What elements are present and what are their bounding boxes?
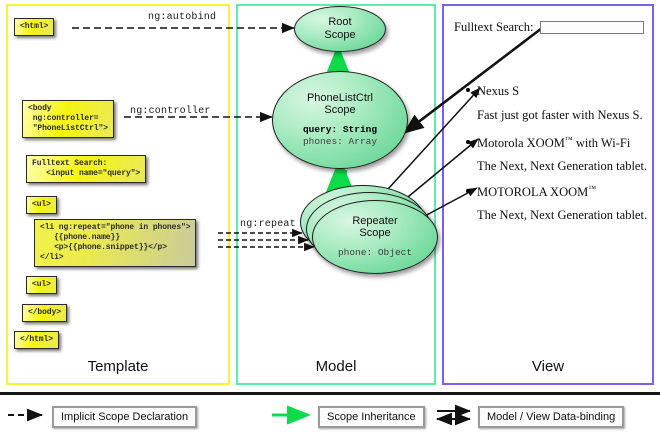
trademark-icon: ™ (588, 184, 597, 193)
edge-label-ng-autobind: ng:autobind (148, 12, 217, 23)
code-box-html-close[interactable]: </html> (14, 331, 59, 349)
scope-root-title: Root Scope (324, 16, 356, 41)
code-box-body-open[interactable]: <body ng:controller= "PhoneListCtrl"> (22, 100, 114, 138)
scope-repeater[interactable]: Repeater Scope phone: Object (312, 200, 438, 274)
code-box-li-repeat[interactable]: <li ng:repeat="phone in phones"> {{phone… (34, 219, 197, 267)
view-item-name-suffix-2: with Wi-Fi (572, 136, 631, 151)
scope-repeater-title: Repeater Scope (352, 214, 398, 240)
panel-label-model: Model (315, 358, 357, 375)
legend-chip-implicit-scope-declaration: Implicit Scope Declaration (52, 406, 198, 428)
bullet-icon (466, 88, 470, 92)
legend-divider (0, 392, 660, 395)
scope-root[interactable]: Root Scope (294, 6, 386, 52)
view-item-snippet-1: Fast just got faster with Nexus S. (477, 108, 643, 122)
view-item-name-3: MOTOROLA XOOM (477, 185, 589, 200)
view-item-name-2: Motorola XOOM (477, 136, 565, 151)
legend: Implicit Scope Declaration Scope Inherit… (0, 398, 660, 435)
view-list-item-1[interactable]: Nexus S (466, 84, 519, 99)
panel-label-view: View (531, 358, 565, 375)
view-list-item-2[interactable]: Motorola XOOM™ with Wi-Fi (466, 135, 630, 151)
edge-label-ng-controller: ng:controller (130, 106, 211, 117)
bullet-icon (466, 189, 470, 194)
view-item-snippet-2: The Next, Next Generation tablet. (477, 159, 648, 173)
view-item-snippet-3: The Next, Next Generation tablet. (477, 208, 648, 222)
edge-label-ng-repeat: ng:repeat (240, 219, 296, 230)
bullet-icon (466, 140, 470, 145)
code-box-ul-open[interactable]: <ul> (26, 196, 57, 214)
code-box-ul-close[interactable]: <ul> (26, 276, 57, 294)
view-content: Fulltext Search: Nexus S Fast just got f… (442, 4, 654, 385)
legend-chip-model-view-data-binding: Model / View Data-binding (478, 406, 625, 428)
scope-prop-phones: phones: Array (302, 136, 378, 148)
code-box-fulltext-search[interactable]: Fulltext Search: <input name="query"> (26, 155, 147, 183)
panel-label-template: Template (87, 358, 149, 375)
legend-arrows (8, 404, 471, 426)
code-box-body-close[interactable]: </body> (22, 304, 67, 322)
view-search-row: Fulltext Search: (454, 20, 644, 35)
scope-prop-query: query: String (302, 123, 378, 135)
scope-prop-phone: phone: Object (337, 246, 413, 258)
view-list-item-3[interactable]: MOTOROLA XOOM™ (466, 184, 596, 200)
scope-repeater-props: phone: Object (338, 247, 412, 259)
view-search-label: Fulltext Search: (454, 20, 534, 34)
code-box-html-open[interactable]: <html> (14, 18, 55, 36)
view-item-name-1: Nexus S (477, 84, 520, 98)
legend-chip-scope-inheritance: Scope Inheritance (318, 406, 425, 428)
trademark-icon: ™ (564, 135, 573, 144)
scope-phonelistctrl[interactable]: PhoneListCtrl Scope query: String phones… (272, 71, 408, 169)
fulltext-search-input[interactable] (539, 21, 644, 34)
panel-template: Template (6, 4, 230, 385)
scope-phonelistctrl-title: PhoneListCtrl Scope (306, 91, 374, 117)
scope-phonelistctrl-props: query: String phones: Array (303, 124, 377, 149)
